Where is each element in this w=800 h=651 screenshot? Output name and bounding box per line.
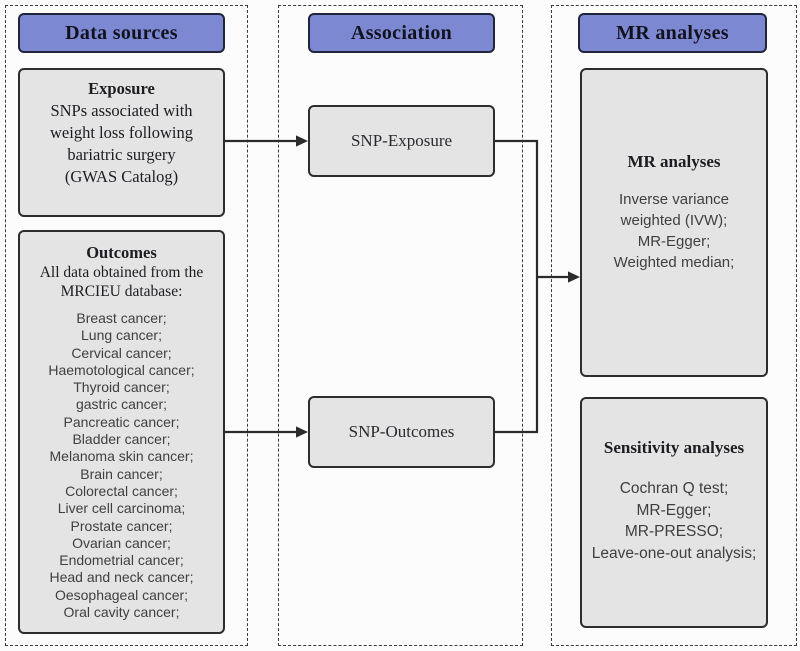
snp-exposure-box: SNP-Exposure	[308, 105, 495, 177]
cancer-list-item: Colorectal cancer;	[65, 482, 178, 499]
exposure-description-line: SNPs associated with	[50, 101, 193, 120]
exposure-description: SNPs associated with weight loss followin…	[20, 100, 223, 188]
sensitivity-analyses-title: Sensitivity analyses	[603, 438, 745, 457]
mr-method-item: MR-Egger;	[637, 233, 711, 250]
mr-analyses-box: MR analyses Inverse variance weighted (IV…	[580, 68, 768, 377]
sensitivity-methods: Cochran Q test; MR-Egger; MR-PRESSO; Leave-…	[592, 478, 757, 564]
exposure-title: Exposure	[88, 79, 155, 98]
mr-method-item: weighted (IVW);	[620, 212, 728, 229]
cancer-list-item: gastric cancer;	[75, 396, 168, 413]
snp-outcomes-box: SNP-Outcomes	[308, 396, 495, 468]
sensitivity-method-item: MR-Egger;	[636, 501, 712, 519]
cancer-list-item: Pancreatic cancer;	[63, 413, 180, 430]
outcomes-title: Outcomes	[86, 243, 157, 262]
mr-method-item: Weighted median;	[613, 254, 735, 271]
cancer-list-item: Lung cancer;	[81, 327, 162, 344]
exposure-description-line: bariatric surgery	[67, 145, 176, 164]
exposure-description-line: (GWAS Catalog)	[64, 167, 179, 186]
cancer-list-item: Melanoma skin cancer;	[49, 448, 194, 465]
cancer-list-item: Endometrial cancer;	[59, 552, 184, 569]
cancer-list-item: Liver cell carcinoma;	[57, 500, 186, 517]
outcomes-cancer-list: Breast cancer;Lung cancer;Cervical cance…	[20, 310, 223, 621]
panel-mr-analyses	[551, 5, 797, 646]
cancer-list-item: Brain cancer;	[80, 465, 163, 482]
sensitivity-method-item: MR-PRESSO;	[624, 523, 724, 540]
cancer-list-item: Head and neck cancer;	[49, 569, 194, 586]
snp-exposure-label: SNP-Exposure	[350, 131, 453, 150]
cancer-list-item: Oesophageal cancer;	[54, 586, 189, 603]
cancer-list-item: Thyroid cancer;	[73, 379, 170, 396]
panel-association	[278, 5, 523, 646]
mr-analyses-methods: Inverse variance weighted (IVW); MR-Egger;…	[614, 189, 735, 273]
outcomes-subtitle-line: MRCIEU database:	[60, 282, 183, 300]
cancer-list-item: Ovarian cancer;	[72, 534, 171, 551]
exposure-box: Exposure SNPs associated with weight loss…	[18, 68, 225, 217]
sensitivity-method-item: Leave-one-out analysis;	[591, 544, 757, 562]
cancer-list-item: Breast cancer;	[76, 310, 167, 326]
sensitivity-analyses-box: Sensitivity analyses Cochran Q test; MR-E…	[580, 397, 768, 628]
cancer-list-item: Haemotological cancer;	[48, 361, 195, 378]
snp-outcomes-label: SNP-Outcomes	[348, 422, 455, 441]
cancer-list-item: Prostate cancer;	[70, 517, 173, 534]
mr-method-item: Inverse variance	[618, 191, 730, 208]
header-association: Association	[308, 13, 495, 53]
mr-analyses-title: MR analyses	[627, 152, 721, 171]
outcomes-subtitle-line: All data obtained from the	[39, 264, 204, 281]
exposure-description-line: weight loss following	[50, 123, 193, 142]
sensitivity-method-item: Cochran Q test;	[619, 480, 729, 497]
cancer-list-item: Bladder cancer;	[72, 431, 171, 448]
header-data-sources: Data sources	[18, 13, 225, 53]
cancer-list-item: Oral cavity cancer;	[63, 604, 180, 621]
cancer-list-item: Cervical cancer;	[71, 344, 172, 361]
header-mr-analyses: MR analyses	[578, 13, 767, 53]
panel-data-sources	[5, 5, 248, 646]
